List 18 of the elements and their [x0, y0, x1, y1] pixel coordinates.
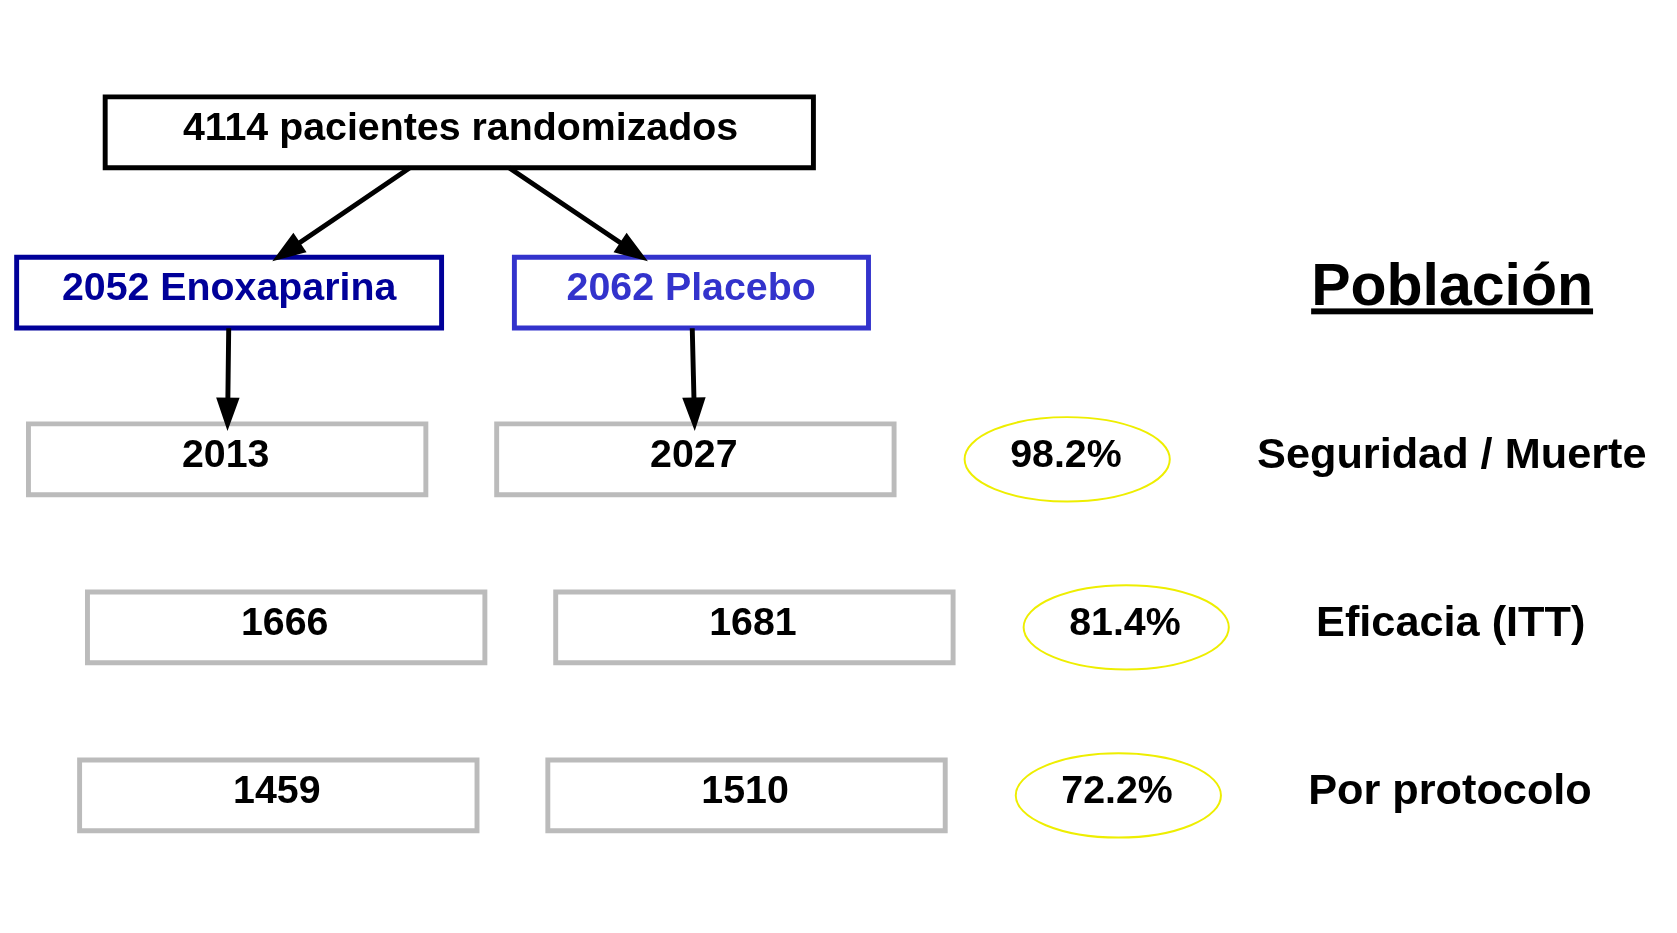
- node-box: 2013: [26, 420, 429, 497]
- node-box: 1459: [77, 757, 480, 833]
- node-box: 2052 Enoxaparina: [14, 254, 445, 330]
- node-ellipse: 72.2%: [1014, 751, 1222, 839]
- label: Seguridad / Muerte: [1257, 428, 1647, 477]
- node-box: 1666: [85, 588, 488, 665]
- arrow: [682, 327, 706, 431]
- node-ellipse: 98.2%: [963, 415, 1171, 502]
- node-box: 4114 pacientes randomizados: [102, 93, 816, 170]
- node-box: 2027: [494, 420, 897, 497]
- label: Eficacia (ITT): [1316, 596, 1586, 645]
- label: Por protocolo: [1308, 764, 1592, 813]
- node-box: 1681: [553, 588, 956, 665]
- arrow: [216, 327, 240, 431]
- node-box: 2062 Placebo: [511, 254, 871, 330]
- node-ellipse: 81.4%: [1022, 583, 1230, 670]
- label: Población: [1311, 251, 1594, 318]
- node-box: 1510: [545, 757, 948, 833]
